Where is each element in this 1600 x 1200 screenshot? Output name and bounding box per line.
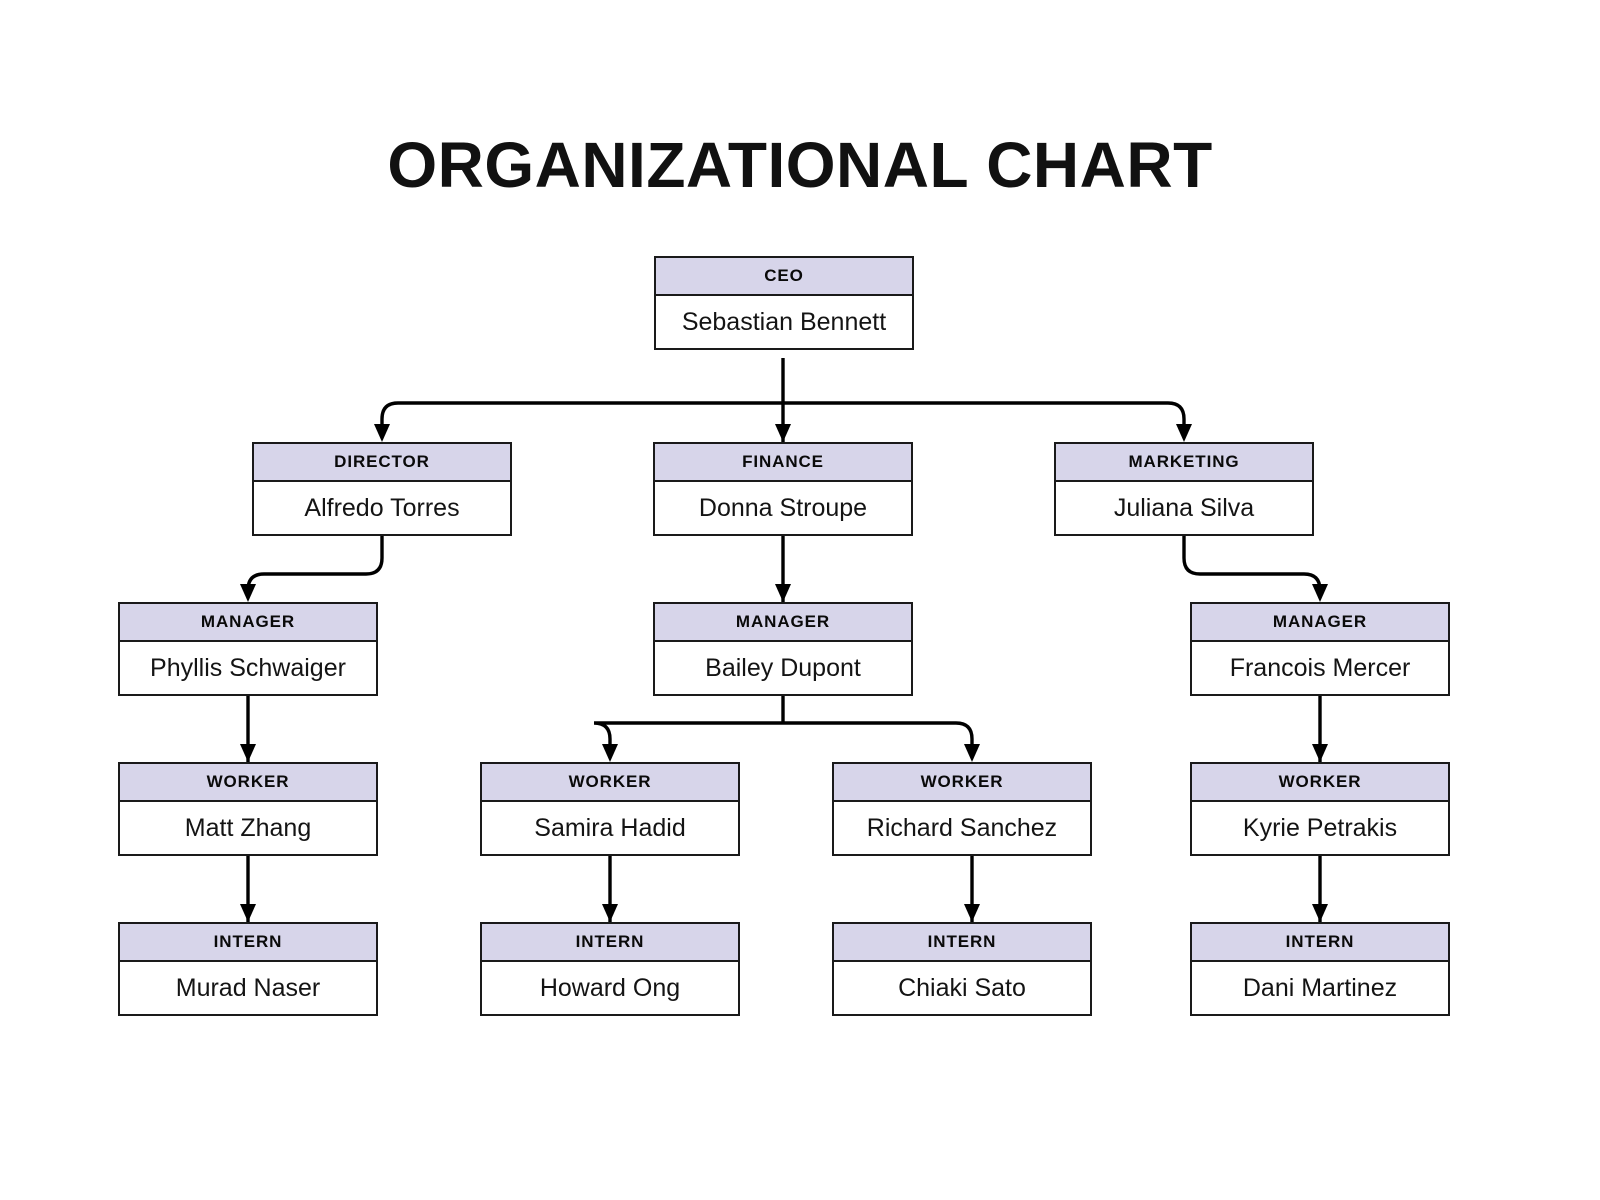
- node-manager-2-role: MANAGER: [655, 604, 911, 642]
- node-intern-1-role: INTERN: [120, 924, 376, 962]
- node-marketing-role: MARKETING: [1056, 444, 1312, 482]
- node-intern-3-name: Chiaki Sato: [834, 962, 1090, 1014]
- arrowhead-intern3: [964, 904, 980, 922]
- connector-worker3-to-intern3: [964, 854, 980, 922]
- node-intern-3[interactable]: INTERN Chiaki Sato: [832, 922, 1092, 1016]
- node-worker-2-name: Samira Hadid: [482, 802, 738, 854]
- node-worker-3-role: WORKER: [834, 764, 1090, 802]
- node-intern-2-role: INTERN: [482, 924, 738, 962]
- arrowhead-director: [374, 424, 390, 442]
- node-intern-4[interactable]: INTERN Dani Martinez: [1190, 922, 1450, 1016]
- node-intern-1-name: Murad Naser: [120, 962, 376, 1014]
- node-manager-2[interactable]: MANAGER Bailey Dupont: [653, 602, 913, 696]
- node-manager-3[interactable]: MANAGER Francois Mercer: [1190, 602, 1450, 696]
- arrowhead-finance: [775, 424, 791, 442]
- arrowhead-intern1: [240, 904, 256, 922]
- arrowhead-marketing: [1176, 424, 1192, 442]
- node-worker-2-role: WORKER: [482, 764, 738, 802]
- connector-worker2-to-intern2: [602, 854, 618, 922]
- node-finance[interactable]: FINANCE Donna Stroupe: [653, 442, 913, 536]
- arrowhead-intern2: [602, 904, 618, 922]
- connector-director-to-manager1: [240, 534, 384, 602]
- arrowhead-worker4: [1312, 744, 1328, 762]
- connector-manager3-to-worker4: [1312, 694, 1328, 762]
- node-intern-3-role: INTERN: [834, 924, 1090, 962]
- arrowhead-worker2: [602, 744, 618, 762]
- node-finance-name: Donna Stroupe: [655, 482, 911, 534]
- node-worker-4-role: WORKER: [1192, 764, 1448, 802]
- node-worker-4[interactable]: WORKER Kyrie Petrakis: [1190, 762, 1450, 856]
- node-director-role: DIRECTOR: [254, 444, 510, 482]
- connector-finance-to-manager2: [775, 534, 791, 602]
- node-manager-2-name: Bailey Dupont: [655, 642, 911, 694]
- node-ceo-name: Sebastian Bennett: [656, 296, 912, 348]
- connector-ceo-to-divisions: [374, 358, 1192, 442]
- node-manager-1[interactable]: MANAGER Phyllis Schwaiger: [118, 602, 378, 696]
- node-worker-2[interactable]: WORKER Samira Hadid: [480, 762, 740, 856]
- node-worker-3[interactable]: WORKER Richard Sanchez: [832, 762, 1092, 856]
- node-manager-1-role: MANAGER: [120, 604, 376, 642]
- node-intern-2-name: Howard Ong: [482, 962, 738, 1014]
- connector-worker1-to-intern1: [240, 854, 256, 922]
- node-director[interactable]: DIRECTOR Alfredo Torres: [252, 442, 512, 536]
- node-marketing[interactable]: MARKETING Juliana Silva: [1054, 442, 1314, 536]
- node-ceo[interactable]: CEO Sebastian Bennett: [654, 256, 914, 350]
- node-worker-4-name: Kyrie Petrakis: [1192, 802, 1448, 854]
- arrowhead-manager2: [775, 584, 791, 602]
- node-intern-4-name: Dani Martinez: [1192, 962, 1448, 1014]
- node-worker-3-name: Richard Sanchez: [834, 802, 1090, 854]
- connector-manager2-to-workers: [593, 694, 980, 762]
- node-manager-3-name: Francois Mercer: [1192, 642, 1448, 694]
- node-worker-1[interactable]: WORKER Matt Zhang: [118, 762, 378, 856]
- node-manager-1-name: Phyllis Schwaiger: [120, 642, 376, 694]
- node-intern-1[interactable]: INTERN Murad Naser: [118, 922, 378, 1016]
- node-ceo-role: CEO: [656, 258, 912, 296]
- connector-manager1-to-worker1: [240, 694, 256, 762]
- node-manager-3-role: MANAGER: [1192, 604, 1448, 642]
- arrowhead-manager3: [1312, 584, 1328, 602]
- node-finance-role: FINANCE: [655, 444, 911, 482]
- node-marketing-name: Juliana Silva: [1056, 482, 1312, 534]
- connector-marketing-to-manager3: [1182, 534, 1328, 602]
- node-director-name: Alfredo Torres: [254, 482, 510, 534]
- node-intern-2[interactable]: INTERN Howard Ong: [480, 922, 740, 1016]
- node-worker-1-name: Matt Zhang: [120, 802, 376, 854]
- arrowhead-worker3: [964, 744, 980, 762]
- page-title: ORGANIZATIONAL CHART: [387, 129, 1213, 201]
- arrowhead-intern4: [1312, 904, 1328, 922]
- arrowhead-worker1: [240, 744, 256, 762]
- arrowhead-manager1: [240, 584, 256, 602]
- node-intern-4-role: INTERN: [1192, 924, 1448, 962]
- node-worker-1-role: WORKER: [120, 764, 376, 802]
- connector-worker4-to-intern4: [1312, 854, 1328, 922]
